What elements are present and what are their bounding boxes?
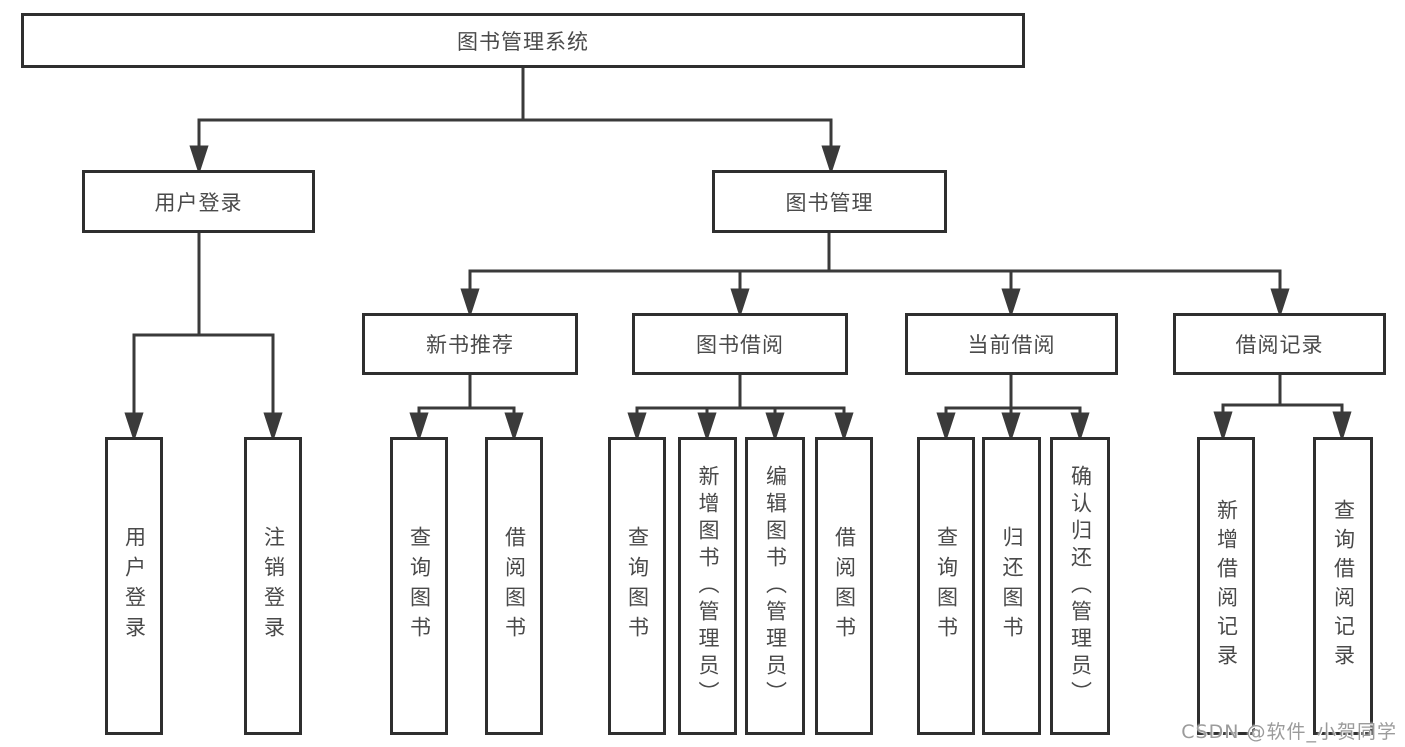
leaf-bb-edit-book-admin: 编辑图书（管理员） <box>745 437 805 735</box>
node-new-book-recommendation: 新书推荐 <box>362 313 578 375</box>
node-book-borrowing: 图书借阅 <box>632 313 848 375</box>
leaf-cb-confirm-return-admin: 确认归还（管理员） <box>1050 437 1110 735</box>
connector-current-borrow-to-leaves <box>936 375 1090 442</box>
leaf-user-login: 用户登录 <box>105 437 163 735</box>
leaf-bb-query-book: 查询图书 <box>608 437 666 735</box>
connector-root-to-level2 <box>189 68 841 175</box>
node-library-management-system: 图书管理系统 <box>21 13 1025 68</box>
leaf-rec-borrow-book: 借阅图书 <box>485 437 543 735</box>
node-book-management: 图书管理 <box>712 170 947 233</box>
leaf-br-query-borrow-record: 查询借阅记录 <box>1313 437 1373 735</box>
leaf-rec-query-book: 查询图书 <box>390 437 448 735</box>
connector-book-mgmt-to-level3 <box>460 233 1290 318</box>
connector-borrow-records-to-leaves <box>1213 375 1352 443</box>
connector-book-borrow-to-leaves <box>627 375 854 442</box>
connector-user-login-to-leaves <box>124 233 283 442</box>
leaf-br-add-borrow-record: 新增借阅记录 <box>1197 437 1255 735</box>
leaf-bb-add-book-admin: 新增图书（管理员） <box>678 437 737 735</box>
leaf-bb-borrow-book: 借阅图书 <box>815 437 873 735</box>
node-current-borrowing: 当前借阅 <box>905 313 1118 375</box>
csdn-watermark: CSDN @软件_小贺同学 <box>1181 721 1397 743</box>
leaf-logout-login: 注销登录 <box>244 437 302 735</box>
node-user-login: 用户登录 <box>82 170 315 233</box>
connector-new-book-rec-to-leaves <box>409 375 524 442</box>
leaf-cb-return-book: 归还图书 <box>982 437 1041 735</box>
leaf-cb-query-book: 查询图书 <box>917 437 975 735</box>
node-borrowing-records: 借阅记录 <box>1173 313 1386 375</box>
